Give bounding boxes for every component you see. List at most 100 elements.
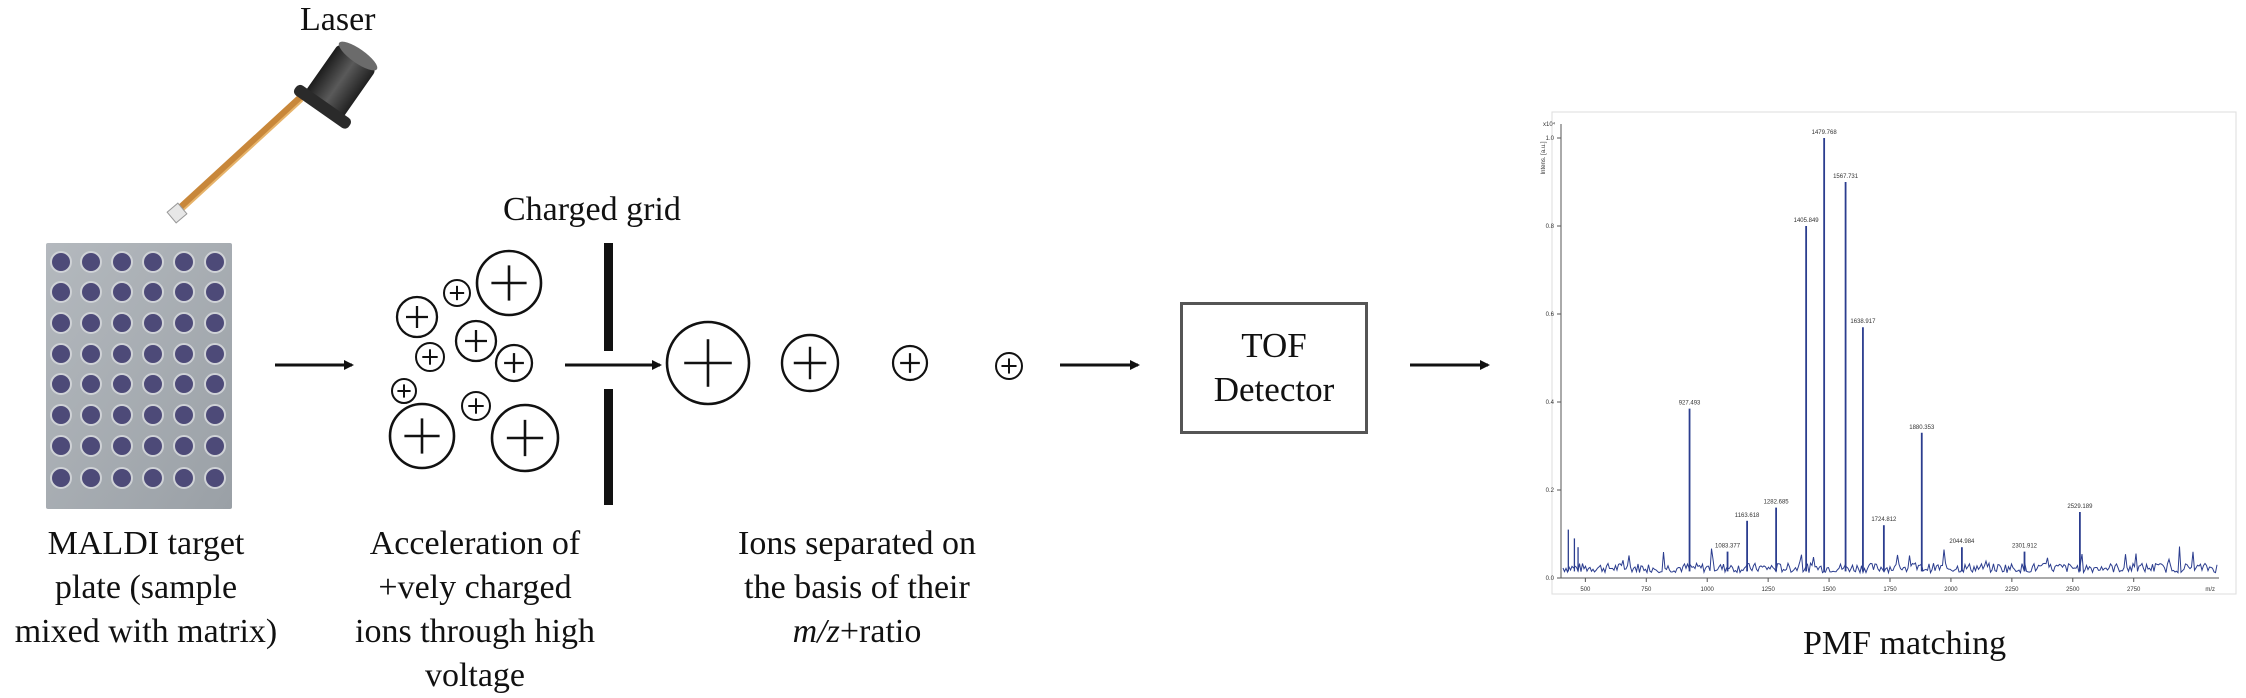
plate-well [142, 343, 164, 365]
plate-well [204, 312, 226, 334]
acceleration-caption-line-2: +vely charged [378, 569, 572, 606]
positive-ion-icon [443, 279, 471, 307]
spectrum-peak-label: 1282.685 [1764, 500, 1790, 506]
ions-separated-line-3: m/z+ratio [712, 610, 1002, 654]
plate-well [173, 467, 195, 489]
positive-ion-icon [665, 320, 751, 406]
plate-well [111, 343, 133, 365]
plate-well [142, 281, 164, 303]
plate-well [80, 312, 102, 334]
plate-well [173, 373, 195, 395]
spectrum-x-tick-label: 2500 [2066, 587, 2080, 593]
maldi-caption: MALDI target plate (sample mixed with ma… [0, 522, 292, 654]
spectrum-y-tick-label: 1.0 [1546, 136, 1555, 142]
plate-well [204, 404, 226, 426]
acceleration-caption-line-3: ions through high [355, 613, 595, 650]
positive-ion-icon [391, 378, 417, 404]
maldi-target-plate [46, 243, 232, 509]
acceleration-caption-line-1: Acceleration of [369, 525, 581, 562]
maldi-caption-line-3: mixed with matrix) [14, 613, 278, 650]
plate-well [80, 281, 102, 303]
plate-well [80, 435, 102, 457]
pmf-matching-label: PMF matching [1803, 625, 2007, 662]
spectrum-peak-label: 1163.618 [1735, 513, 1760, 519]
detector-label: Detector [1213, 370, 1335, 409]
plate-well [142, 404, 164, 426]
tof-label: TOF [1241, 326, 1307, 365]
ions-separated-caption: Ions separated on the basis of their m/z… [712, 522, 1002, 654]
spectrum-x-tick-label: 2250 [2005, 587, 2019, 593]
plate-well [50, 312, 72, 334]
plate-well [111, 467, 133, 489]
plate-well [111, 404, 133, 426]
spectrum-x-axis-label: m/z [2205, 587, 2215, 593]
plate-well [142, 467, 164, 489]
spectrum-y-tick-label: 0.4 [1546, 400, 1555, 406]
spectrum-peak-label: 2529.189 [2067, 504, 2093, 510]
plate-well [204, 281, 226, 303]
separated-ions-row [665, 320, 1023, 406]
plate-well [173, 343, 195, 365]
maldi-caption-line-2: plate (sample [54, 569, 238, 606]
plate-well [80, 467, 102, 489]
plate-well [111, 435, 133, 457]
plate-well [80, 404, 102, 426]
plate-well [142, 373, 164, 395]
spectrum-y-axis-label: Intens. [a.u.] [1541, 141, 1547, 174]
plate-well [50, 281, 72, 303]
charged-grid-label: Charged grid [503, 191, 681, 228]
positive-ion-icon [780, 333, 840, 393]
plate-well [50, 435, 72, 457]
maldi-caption-line-1: MALDI target [47, 525, 245, 562]
plate-well [173, 435, 195, 457]
spectrum-x-tick-label: 2000 [1944, 587, 1958, 593]
spectrum-peak-label: 2301.912 [2012, 544, 2038, 550]
plate-well [142, 312, 164, 334]
charged-grid-lower-bar [604, 389, 613, 505]
plate-well [80, 251, 102, 273]
plate-well [111, 312, 133, 334]
plate-well [50, 467, 72, 489]
spectrum-peak-label: 2044.984 [1949, 539, 1975, 545]
plate-well [204, 435, 226, 457]
positive-ion-icon [995, 352, 1023, 380]
positive-ion-icon [415, 342, 445, 372]
spectrum-peak-label: 1567.731 [1833, 174, 1859, 180]
spectrum-peak-label: 1083.377 [1715, 544, 1741, 550]
plate-well [111, 251, 133, 273]
plate-well [173, 404, 195, 426]
positive-ion-icon [891, 344, 929, 382]
plate-well [50, 343, 72, 365]
ions-separated-line-1: Ions separated on [738, 525, 976, 562]
spectrum-y-exponent: x10⁴ [1543, 121, 1556, 128]
spectrum-x-tick-label: 750 [1641, 587, 1652, 593]
spectrum-x-tick-label: 1000 [1701, 587, 1715, 593]
positive-ion-icon [388, 402, 456, 470]
spectrum-y-tick-label: 0.0 [1546, 576, 1555, 582]
plate-well [173, 281, 195, 303]
ratio-text: +ratio [839, 613, 922, 650]
spectrum-x-tick-label: 1500 [1822, 587, 1836, 593]
plate-well [204, 343, 226, 365]
plate-well [204, 373, 226, 395]
plate-well [50, 404, 72, 426]
spectrum-peak-label: 1479.768 [1812, 130, 1838, 136]
spectrum-y-tick-label: 0.6 [1546, 312, 1555, 318]
plate-well [50, 373, 72, 395]
positive-ion-icon [494, 343, 534, 383]
positive-ion-icon [395, 295, 439, 339]
laser-icon [166, 41, 378, 224]
plate-well [142, 251, 164, 273]
plate-well [111, 281, 133, 303]
plate-well [204, 251, 226, 273]
plate-well [204, 467, 226, 489]
spectrum-x-tick-label: 500 [1580, 587, 1591, 593]
plate-well [173, 312, 195, 334]
positive-ion-icon [461, 391, 491, 421]
spectrum-x-tick-label: 1750 [1883, 587, 1897, 593]
plate-well [111, 373, 133, 395]
spectrum-x-tick-label: 2750 [2127, 587, 2141, 593]
spectrum-peak-label: 927.493 [1679, 401, 1701, 407]
